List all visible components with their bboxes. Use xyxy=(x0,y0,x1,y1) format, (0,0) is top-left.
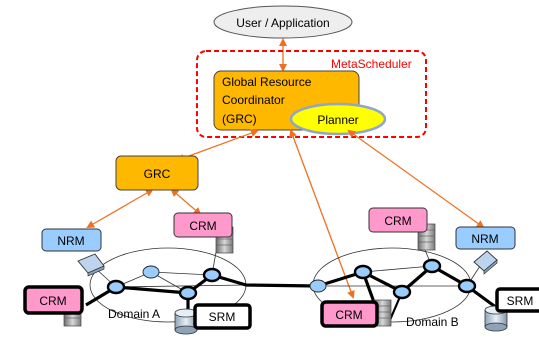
nrm-right-label: NRM xyxy=(471,232,498,246)
arrow-grc-subgrc xyxy=(176,129,259,162)
crm-domain-a-box xyxy=(23,285,84,315)
storage-icon xyxy=(174,308,198,335)
grc-main-line3: (GRC) xyxy=(222,112,257,126)
network-switch-icon xyxy=(77,253,105,277)
srm-domain-a-label: SRM xyxy=(209,310,236,324)
grc-label: GRC xyxy=(144,167,171,181)
domain-b-label: Domain B xyxy=(406,315,459,329)
crm-domain-b-box xyxy=(320,300,379,328)
metascheduler-label: MetaScheduler xyxy=(331,57,412,71)
crm-top-b-box xyxy=(368,207,428,233)
srm-domain-b-box xyxy=(495,287,539,313)
crm-top-a-box xyxy=(173,212,233,238)
arrow-subgrc-crm-top xyxy=(170,188,202,216)
grc-main-line1: Global Resource xyxy=(222,75,312,89)
domain-a-label: Domain A xyxy=(108,307,160,321)
network-switch-icon xyxy=(473,250,498,275)
crm-domain-b-label: CRM xyxy=(335,308,362,322)
user-application-label: User / Application xyxy=(236,16,329,30)
srm-domain-b-label: SRM xyxy=(507,294,534,308)
router-node-icon xyxy=(106,258,477,301)
grc-box xyxy=(115,155,199,191)
arrow-grc-crm-domain-b xyxy=(289,129,355,299)
crm-domain-a-label: CRM xyxy=(39,294,66,308)
arrow-subgrc-nrm-left xyxy=(86,188,154,229)
planner-label: Planner xyxy=(317,113,358,127)
network-backbone xyxy=(115,264,468,295)
srm-domain-a-box xyxy=(193,303,252,330)
nrm-left-box xyxy=(41,228,102,252)
grc-main-line2: Coordinator xyxy=(222,93,285,107)
crm-top-a-label: CRM xyxy=(189,219,216,233)
crm-top-b-label: CRM xyxy=(384,214,411,228)
nrm-right-box xyxy=(455,226,516,250)
nrm-left-label: NRM xyxy=(57,234,84,248)
arrow-grc-nrm-right xyxy=(347,129,485,229)
